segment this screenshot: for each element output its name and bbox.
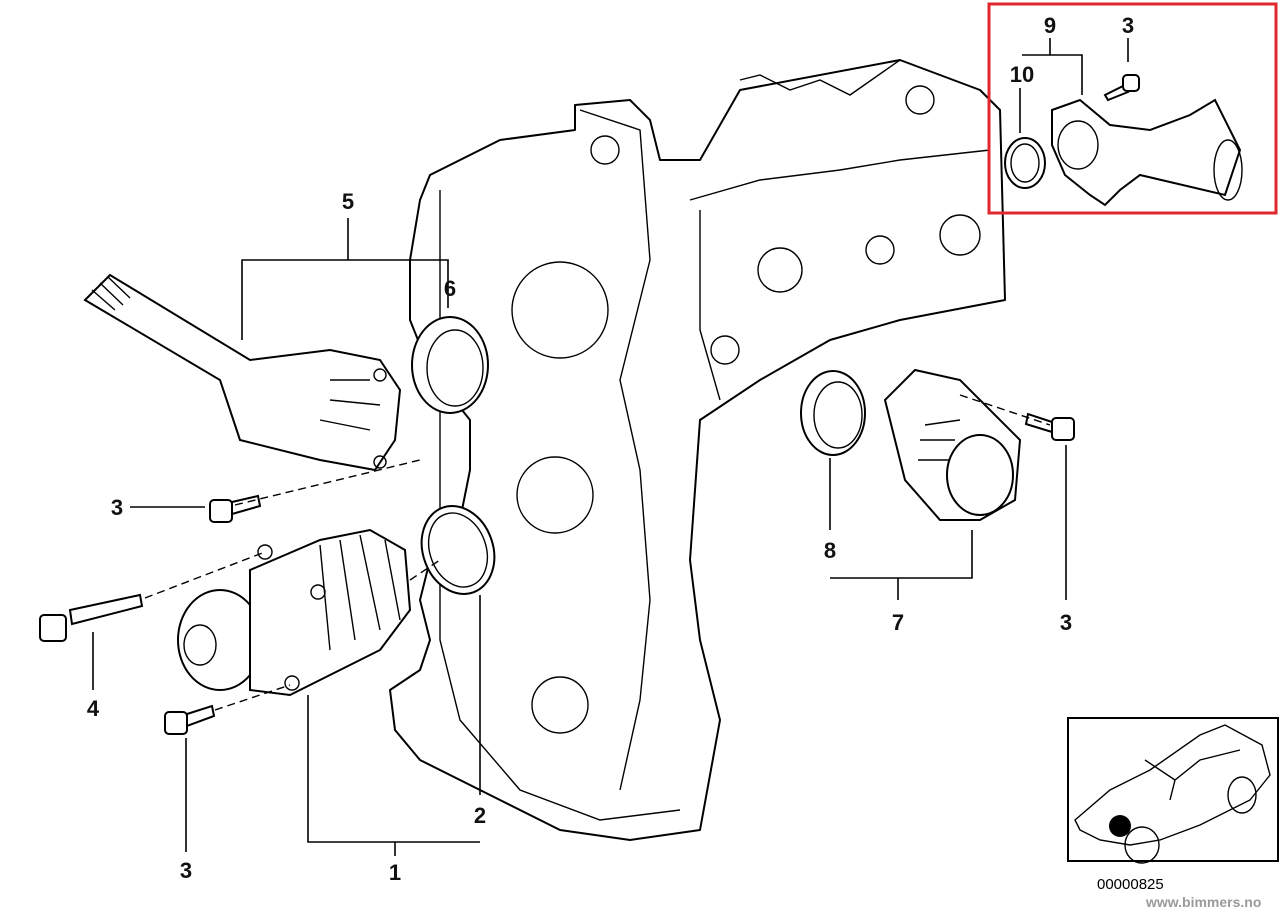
highlight-box (987, 2, 1278, 215)
bolt-part-3-top (1103, 74, 1140, 102)
bolt-part-4 (39, 593, 144, 642)
car-location-thumbnail (1067, 717, 1279, 864)
callout-5: 5 (342, 189, 354, 214)
callout-1: 1 (389, 860, 401, 885)
callout-3-bottom: 3 (180, 858, 192, 883)
bolt-part-3-right (1024, 412, 1075, 441)
bolt-part-3-bottom (164, 704, 216, 735)
gasket-part-2 (420, 505, 496, 595)
thermostat-housing-part-7 (883, 368, 1022, 521)
callout-3-top: 3 (1122, 13, 1134, 38)
coolant-pipe-part-5 (83, 273, 402, 472)
water-pump-part-1 (177, 528, 412, 697)
seal-ring-part-10 (1004, 137, 1046, 189)
callout-9: 9 (1044, 13, 1056, 38)
callout-10: 10 (1010, 62, 1034, 87)
callout-2: 2 (474, 803, 486, 828)
leader-lines (92, 38, 1129, 856)
pipe-part-9 (1051, 98, 1243, 207)
diagram-number: 00000825 (1097, 876, 1164, 893)
seal-ring-part-6 (411, 316, 489, 414)
bolt-part-3-left (209, 494, 262, 523)
callout-4: 4 (87, 696, 100, 721)
callout-6: 6 (444, 276, 456, 301)
seal-ring-part-8 (800, 370, 866, 456)
callout-7: 7 (892, 610, 904, 635)
callout-8: 8 (824, 538, 836, 563)
watermark: www.bimmers.no (1146, 894, 1262, 910)
callout-3-left: 3 (111, 495, 123, 520)
callout-labels: 9 3 10 5 6 3 4 3 2 1 8 7 3 (87, 13, 1134, 885)
engine-block-drawing (389, 59, 1006, 841)
callout-3-right: 3 (1060, 610, 1072, 635)
location-marker (1109, 815, 1131, 837)
